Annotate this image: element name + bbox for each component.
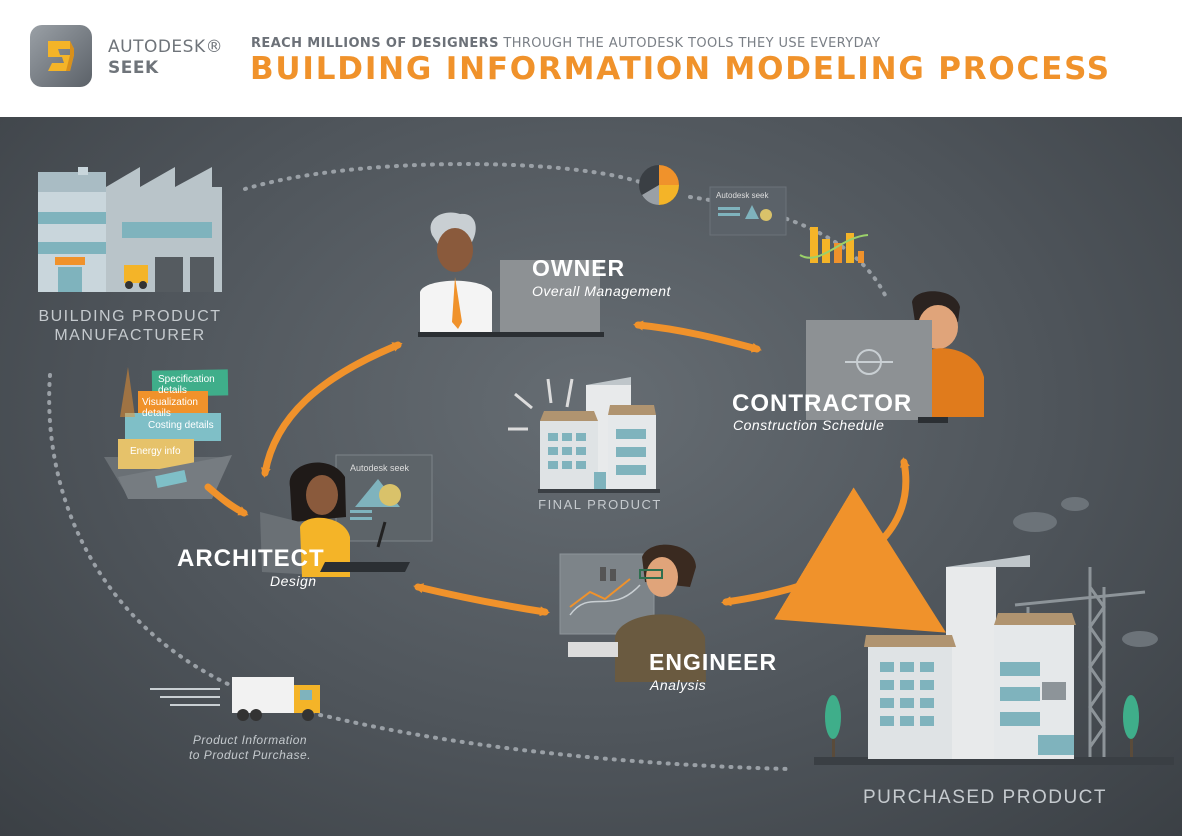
contractor-subtitle: Construction Schedule xyxy=(733,417,885,433)
dotted-path-bottom xyxy=(47,373,792,771)
mini-screen-title: Autodesk seek xyxy=(716,191,769,200)
owner-subtitle: Overall Management xyxy=(532,283,671,299)
arrow-architect-engineer xyxy=(413,583,550,617)
owner-title: OWNER xyxy=(532,255,626,281)
tree-icon xyxy=(1123,695,1139,757)
tree-icon xyxy=(825,695,841,757)
truck-icon xyxy=(150,677,320,721)
architect-screen-title: Autodesk seek xyxy=(350,463,410,473)
costing-card: Costing details xyxy=(148,420,214,431)
autodesk-seek-mini-screen xyxy=(709,186,787,236)
truck-caption: Product Information to Product Purchase. xyxy=(188,733,312,762)
owner-figure xyxy=(418,212,604,337)
arrow-owner-architect xyxy=(260,341,403,478)
final-product-label: FINAL PRODUCT xyxy=(538,497,662,512)
tagline-rest: THROUGH THE AUTODESK TOOLS THEY USE EVER… xyxy=(498,36,881,51)
architect-title: ARCHITECT xyxy=(177,545,325,572)
energy-card: Energy info xyxy=(130,446,181,457)
dotted-path-top xyxy=(243,162,642,191)
arrow-to-purchased xyxy=(774,487,947,633)
header: AUTODESK® SEEK REACH MILLIONS OF DESIGNE… xyxy=(0,0,1182,117)
diagram-artwork xyxy=(38,162,1174,771)
brand-name: AUTODESK® xyxy=(108,37,224,57)
factory-icon xyxy=(38,167,222,292)
purchased-building-icon xyxy=(814,555,1174,765)
brand-product: SEEK xyxy=(108,58,159,78)
tagline: REACH MILLIONS OF DESIGNERS THROUGH THE … xyxy=(251,36,880,51)
engineer-title: ENGINEER xyxy=(649,649,778,675)
bar-chart-icon xyxy=(799,227,869,263)
arrow-folder-architect xyxy=(204,483,249,517)
pie-chart-icon xyxy=(639,165,679,205)
contractor-title: CONTRACTOR xyxy=(732,390,913,417)
folder-icon xyxy=(104,367,232,499)
diagram-stage: BUILDING PRODUCT MANUFACTURER OWNER Over… xyxy=(0,117,1182,836)
autodesk-seek-logo-icon xyxy=(30,25,92,87)
forklift-icon xyxy=(124,265,148,289)
purchased-product-label: PURCHASED PRODUCT xyxy=(862,787,1108,808)
architect-subtitle: Design xyxy=(270,573,317,589)
contractor-figure xyxy=(806,291,984,423)
flow-arrows xyxy=(204,320,947,633)
final-product-building-icon xyxy=(508,377,660,493)
specification-card: Specification details xyxy=(158,374,215,396)
visualization-card: Visualization details xyxy=(142,397,198,419)
manufacturer-label: BUILDING PRODUCT MANUFACTURER xyxy=(38,308,222,344)
page-title: BUILDING INFORMATION MODELING PROCESS xyxy=(250,51,1111,87)
engineer-figure xyxy=(559,544,706,682)
cloud-icon xyxy=(1013,497,1158,647)
tagline-bold: REACH MILLIONS OF DESIGNERS xyxy=(251,36,499,51)
arrow-owner-contractor xyxy=(633,320,762,353)
arrow-contractor-engineer xyxy=(721,457,910,607)
engineer-subtitle: Analysis xyxy=(650,677,707,693)
